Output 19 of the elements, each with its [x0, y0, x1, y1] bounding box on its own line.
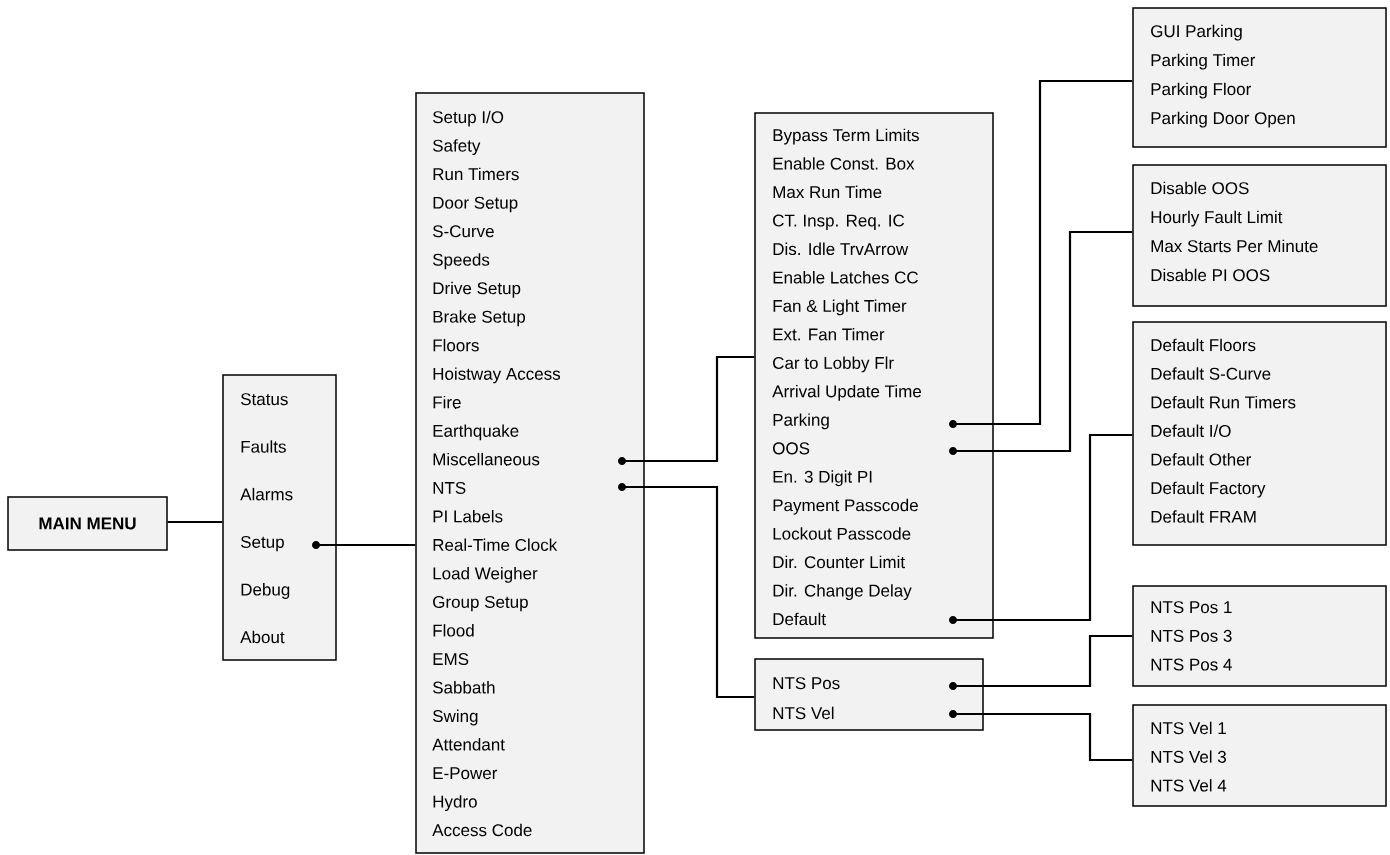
connector-line — [953, 634, 1133, 688]
menu-box: NTS Vel 1 NTS Vel 3 NTS Vel 4 — [1132, 704, 1387, 807]
menu-box: GUI Parking Parking Timer Parking Floor Parking Door Open — [1132, 7, 1387, 148]
connector-line — [953, 230, 1133, 453]
connector-line — [953, 712, 1133, 762]
menu-box: MAIN MENU — [7, 496, 168, 551]
menu-box: Status Faults Alarms Setup Debug About — [222, 374, 337, 661]
connector-line — [953, 79, 1133, 426]
connector-line — [316, 543, 416, 547]
connector-line — [953, 433, 1133, 622]
connector-line — [622, 485, 755, 699]
menu-box: NTS Pos 1 NTS Pos 3 NTS Pos 4 — [1132, 585, 1387, 687]
menu-box: Bypass Term Limits Enable Const. Box Max Run Time CT. Insp. Req. IC Dis. Idle TrvArrow Enable Latches CC Fan & Light Timer Ext. Fan Timer Car to Lobby Flr Arrival Update Time Parking OOS En. 3 Digit PI Payment Passcode Lockout Passcode Dir. Counter Limit Dir. Change Delay Default — [754, 112, 994, 639]
menu-box: Disable OOS Hourly Fault Limit Max Starts Per Minute Disable PI OOS — [1132, 164, 1387, 307]
connector-line — [167, 520, 223, 524]
connector-line — [622, 355, 755, 463]
menu-box: NTS Pos NTS Vel — [754, 658, 984, 731]
menu-box: Default Floors Default S-Curve Default Run Timers Default I/O Default Other Default Factory Default FRAM — [1132, 321, 1387, 546]
menu-box: Setup I/O Safety Run Timers Door Setup S-Curve Speeds Drive Setup Brake Setup Floors Hoistway Access Fire Earthquake Miscellaneous NTS PI Labels Real-Time Clock Load Weigher Group Setup Flood EMS Sabbath Swing Attendant E-Power Hydro Access Code — [415, 92, 645, 854]
